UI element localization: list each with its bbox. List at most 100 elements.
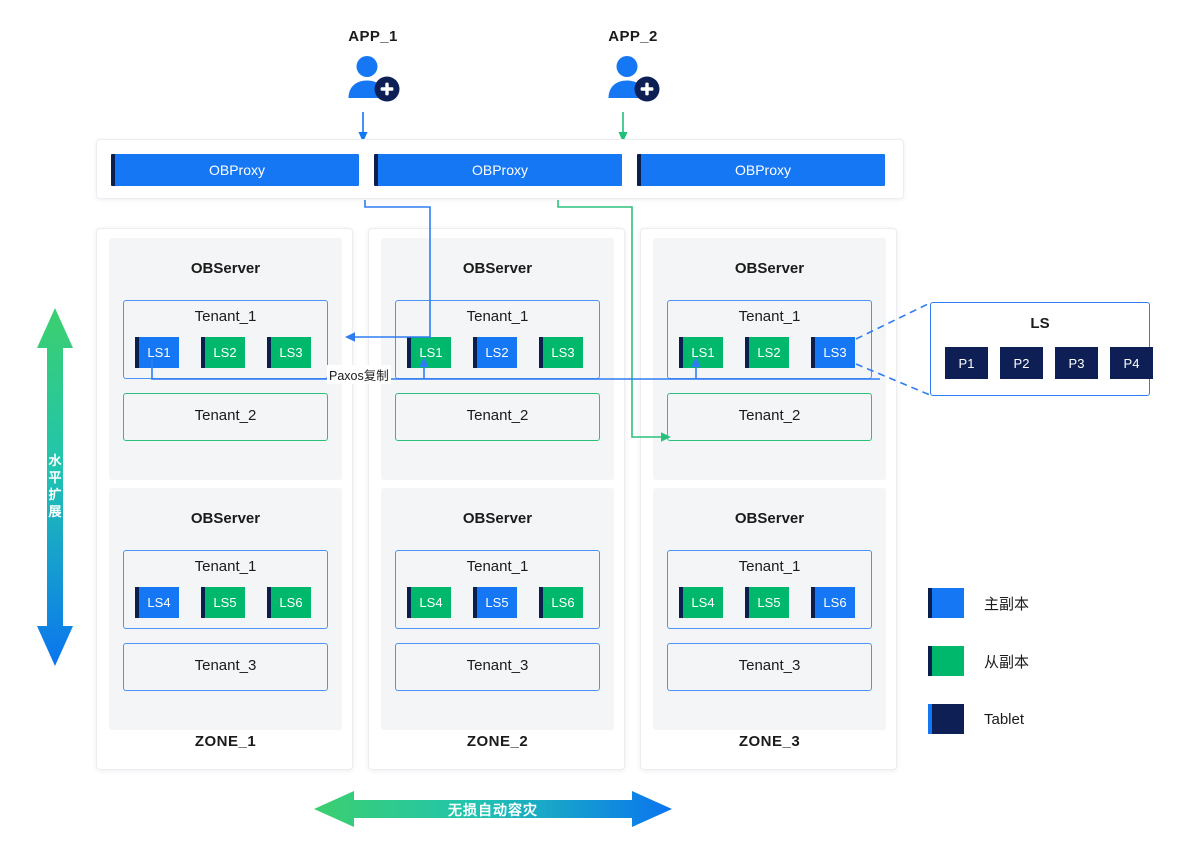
tenant-box: Tenant_1 LS1 LS2 LS3 [667, 300, 872, 379]
tenant-title: Tenant_1 [738, 308, 801, 325]
log-stream-label: LS4 [147, 595, 171, 610]
vertical-scale-arrow [37, 308, 73, 666]
tenant-title: Tenant_1 [194, 308, 257, 325]
tenant-box: Tenant_2 [395, 393, 600, 441]
tenant-title: Tenant_2 [738, 407, 801, 424]
log-stream-label: LS1 [419, 345, 443, 360]
log-stream[interactable]: LS5 [745, 587, 789, 618]
tablet-label: P4 [1123, 355, 1140, 371]
legend-label: 从副本 [984, 653, 1030, 671]
ls-detail-title: LS [1030, 315, 1050, 332]
zone-card-2: OBServer Tenant_1 LS1 LS2 LS3 Tenant_2 O… [368, 228, 625, 770]
observer-box: OBServer Tenant_1 LS1 LS2 LS3 Tenant_2 [381, 238, 614, 480]
proxy-label: OBProxy [734, 162, 791, 178]
tenant-title: Tenant_1 [738, 558, 801, 575]
log-stream[interactable]: LS3 [539, 337, 583, 368]
app2-to-proxy-arrow [618, 112, 628, 142]
legend-label: Tablet [984, 710, 1025, 728]
observer-box: OBServer Tenant_1 LS4 LS5 LS6 Tenant_3 [653, 488, 886, 730]
log-stream-label: LS2 [485, 345, 509, 360]
log-stream[interactable]: LS1 [407, 337, 451, 368]
log-stream-label: LS5 [757, 595, 781, 610]
observer-title: OBServer [462, 510, 533, 527]
log-stream[interactable]: LS2 [473, 337, 517, 368]
tenant-box: Tenant_2 [123, 393, 328, 441]
zone-title: ZONE_1 [194, 733, 257, 750]
horizontal-dr-arrow [314, 791, 672, 827]
log-stream[interactable]: LS1 [679, 337, 723, 368]
tenant-title: Tenant_2 [466, 407, 529, 424]
log-stream[interactable]: LS5 [473, 587, 517, 618]
observer-title: OBServer [462, 260, 533, 277]
proxy-obproxy-3[interactable]: OBProxy [637, 154, 885, 186]
tablet-box[interactable]: P4 [1110, 347, 1153, 379]
tenant-title: Tenant_3 [738, 657, 801, 674]
legend-swatch-primary [928, 588, 964, 618]
log-stream-label: LS2 [213, 345, 237, 360]
log-stream-label: LS1 [147, 345, 171, 360]
legend-item: 主副本 [928, 588, 1128, 618]
proxy-band: OBProxy OBProxy OBProxy [96, 139, 904, 199]
tenant-title: Tenant_1 [466, 558, 529, 575]
log-stream-label: LS6 [823, 595, 847, 610]
log-stream[interactable]: LS2 [745, 337, 789, 368]
log-stream[interactable]: LS6 [811, 587, 855, 618]
proxy-obproxy-2[interactable]: OBProxy [374, 154, 622, 186]
app-node-1: APP_1 [318, 28, 428, 103]
tablet-label: P1 [958, 355, 975, 371]
tenant-box: Tenant_1 LS4 LS5 LS6 [395, 550, 600, 629]
paxos-label: Paxos复制 [327, 365, 391, 384]
tenant-box: Tenant_1 LS1 LS2 LS3 [395, 300, 600, 379]
tablet-box[interactable]: P2 [1000, 347, 1043, 379]
proxy-obproxy-1[interactable]: OBProxy [111, 154, 359, 186]
tenant-title: Tenant_3 [466, 657, 529, 674]
tenant-title: Tenant_1 [466, 308, 529, 325]
log-stream[interactable]: LS3 [811, 337, 855, 368]
observer-box: OBServer Tenant_1 LS4 LS5 LS6 Tenant_3 [109, 488, 342, 730]
observer-title: OBServer [734, 510, 805, 527]
tablet-label: P2 [1013, 355, 1030, 371]
tenant-title: Tenant_2 [194, 407, 257, 424]
log-stream[interactable]: LS6 [539, 587, 583, 618]
vertical-arrow-label: 水平扩展 [48, 453, 62, 519]
log-stream-label: LS2 [757, 345, 781, 360]
app-label: APP_1 [348, 28, 398, 45]
legend-item: Tablet [928, 704, 1128, 734]
user-add-icon [608, 56, 660, 102]
observer-box: OBServer Tenant_1 LS4 LS5 LS6 Tenant_3 [381, 488, 614, 730]
legend-label: 主副本 [984, 595, 1030, 613]
tenant-title: Tenant_1 [194, 558, 257, 575]
log-stream[interactable]: LS4 [679, 587, 723, 618]
tablet-box[interactable]: P1 [945, 347, 988, 379]
log-stream-label: LS5 [213, 595, 237, 610]
log-stream-label: LS3 [551, 345, 575, 360]
log-stream[interactable]: LS3 [267, 337, 311, 368]
log-stream-label: LS3 [823, 345, 847, 360]
ls-detail-panel: LS P1 P2 P3 P4 [930, 302, 1153, 396]
legend: 主副本 从副本 Tablet [928, 588, 1128, 734]
log-stream-label: LS6 [551, 595, 575, 610]
app-node-2: APP_2 [578, 28, 688, 103]
user-add-icon [348, 56, 400, 102]
app-label: APP_2 [608, 28, 658, 45]
tenant-title: Tenant_3 [194, 657, 257, 674]
log-stream[interactable]: LS1 [135, 337, 179, 368]
proxy-label: OBProxy [471, 162, 528, 178]
zone-title: ZONE_3 [738, 733, 801, 750]
app1-to-proxy-arrow [358, 112, 368, 142]
zone-card-1: OBServer Tenant_1 LS1 LS2 LS3 Tenant_2 O… [96, 228, 353, 770]
log-stream[interactable]: LS5 [201, 587, 245, 618]
tenant-box: Tenant_3 [395, 643, 600, 691]
tenant-box: Tenant_3 [123, 643, 328, 691]
log-stream[interactable]: LS4 [135, 587, 179, 618]
tablet-box[interactable]: P3 [1055, 347, 1098, 379]
zone-title: ZONE_2 [466, 733, 529, 750]
log-stream[interactable]: LS2 [201, 337, 245, 368]
tenant-box: Tenant_3 [667, 643, 872, 691]
log-stream-label: LS4 [419, 595, 443, 610]
tablet-label: P3 [1068, 355, 1085, 371]
log-stream-label: LS5 [485, 595, 509, 610]
log-stream[interactable]: LS6 [267, 587, 311, 618]
tenant-box: Tenant_1 LS4 LS5 LS6 [123, 550, 328, 629]
log-stream[interactable]: LS4 [407, 587, 451, 618]
